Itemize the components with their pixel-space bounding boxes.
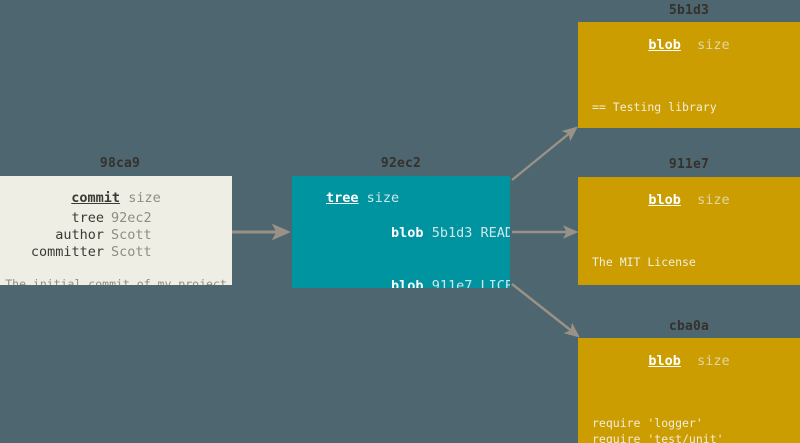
commit-field-row: tree 92ec2 bbox=[0, 210, 232, 227]
commit-message: The initial commit of my project bbox=[5, 276, 227, 286]
blob-type-label: blob bbox=[648, 192, 681, 208]
blob-readme-body: == Testing library This library is used … bbox=[578, 67, 800, 129]
blob-paragraph: The MIT License bbox=[592, 254, 696, 269]
commit-type-label: commit bbox=[71, 190, 121, 206]
blob-size-value: size bbox=[697, 192, 730, 208]
tree-entry-hash: 5b1d3 bbox=[431, 225, 473, 241]
blob-testrb-header: blob size bbox=[578, 353, 800, 369]
node-commit[interactable]: commit size tree 92ec2 author Scott comm… bbox=[0, 176, 232, 285]
tree-entry-list: blob 5b1d3 README blob 911e7 LICENSE blo… bbox=[292, 208, 510, 289]
blob-paragraph: == Testing library bbox=[592, 99, 717, 114]
hash-label-commit: 98ca9 bbox=[99, 156, 141, 171]
node-blob-testrb[interactable]: blob size require 'logger' require 'test… bbox=[578, 338, 800, 443]
commit-field-key: committer bbox=[30, 243, 104, 260]
edge-tree-to-blob-testrb bbox=[511, 283, 580, 338]
commit-field-row: committer Scott bbox=[0, 244, 232, 261]
blob-size-value: size bbox=[697, 37, 730, 53]
commit-field-key: tree bbox=[71, 209, 104, 226]
tree-type-label: tree bbox=[326, 190, 359, 206]
commit-size-label bbox=[120, 190, 128, 206]
blob-size-value: size bbox=[697, 353, 730, 369]
hash-label-blob-license: 911e7 bbox=[668, 157, 710, 172]
node-blob-license[interactable]: blob size The MIT License Copyright (c) … bbox=[578, 177, 800, 285]
blob-type-label: blob bbox=[648, 37, 681, 53]
tree-entry-name: LICENSE bbox=[480, 277, 510, 289]
blob-testrb-body: require 'logger' require 'test/unit' cla… bbox=[578, 383, 800, 443]
commit-field-value: Scott bbox=[111, 243, 152, 260]
hash-label-tree: 92ec2 bbox=[380, 156, 422, 171]
hash-label-blob-readme: 5b1d3 bbox=[668, 3, 710, 18]
node-blob-readme[interactable]: blob size == Testing library This librar… bbox=[578, 22, 800, 128]
commit-field-value: 92ec2 bbox=[111, 209, 152, 226]
tree-entry-row: blob 5b1d3 README bbox=[326, 208, 510, 261]
tree-entry-type: blob bbox=[391, 225, 424, 241]
blob-type-label: blob bbox=[648, 353, 681, 369]
commit-field-list: tree 92ec2 author Scott committer Scott bbox=[0, 210, 232, 261]
commit-field-row: author Scott bbox=[0, 227, 232, 244]
blob-paragraph: require 'logger' require 'test/unit' bbox=[592, 415, 724, 443]
hash-label-blob-testrb: cba0a bbox=[668, 319, 710, 334]
tree-entry-name: README bbox=[480, 225, 510, 241]
tree-entry-row: blob 911e7 LICENSE bbox=[326, 260, 510, 289]
tree-entry-hash: 911e7 bbox=[431, 277, 473, 289]
blob-license-header: blob size bbox=[578, 192, 800, 208]
blob-readme-header: blob size bbox=[578, 37, 800, 53]
tree-entry-type: blob bbox=[391, 277, 424, 289]
commit-field-key: author bbox=[55, 226, 104, 243]
tree-header: tree size bbox=[292, 190, 510, 206]
edge-tree-to-blob-readme bbox=[511, 126, 578, 181]
tree-size-value: size bbox=[366, 190, 400, 206]
blob-license-body: The MIT License Copyright (c) 2008 Scott… bbox=[578, 222, 800, 286]
commit-header: commit size bbox=[0, 190, 232, 206]
commit-size-value: size bbox=[128, 190, 161, 206]
node-tree[interactable]: tree size blob 5b1d3 README blob 911e7 L… bbox=[292, 176, 510, 288]
commit-field-value: Scott bbox=[111, 226, 152, 243]
